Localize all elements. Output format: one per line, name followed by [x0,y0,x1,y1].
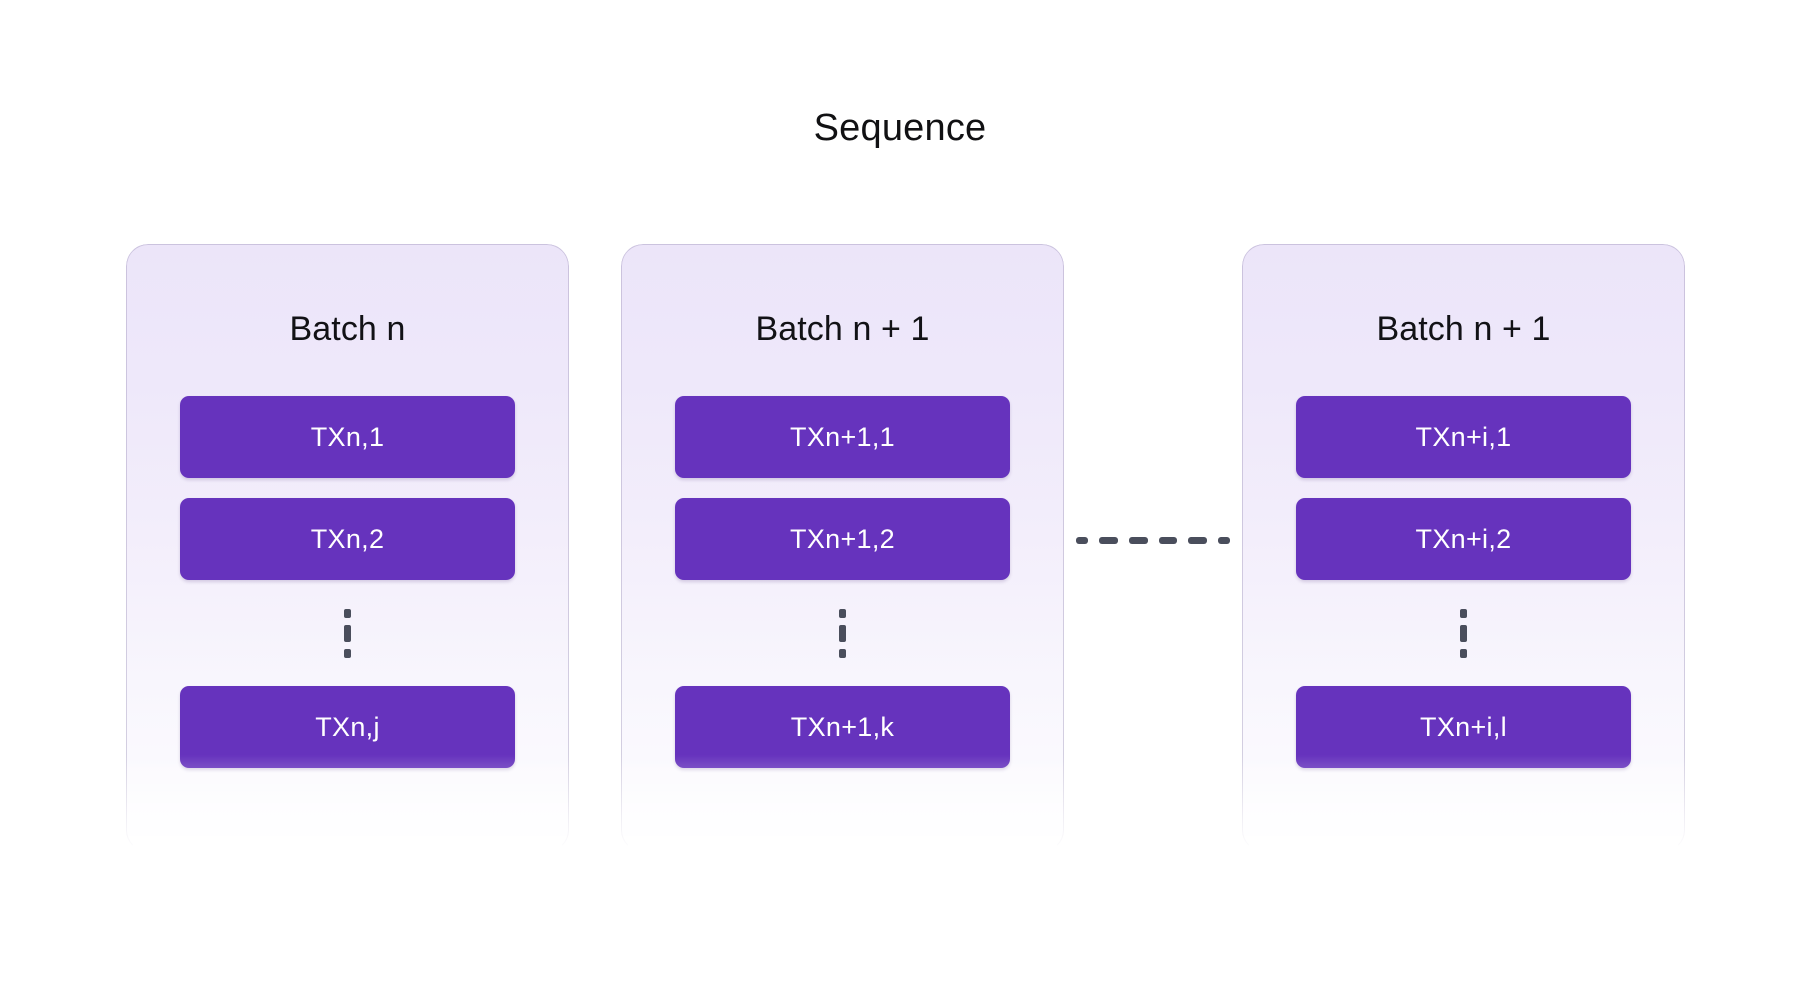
transaction-pill[interactable]: TXn+i,l [1296,686,1631,768]
batch-card-1-title: Batch n [289,310,406,348]
batch-card-3-title: Batch n + 1 [1376,310,1551,348]
transaction-pill[interactable]: TXn+1,1 [675,396,1010,478]
batch-card-2-title: Batch n + 1 [755,310,930,348]
batch-card-1-transaction-list: TXn,1 TXn,2 TXn,j [180,396,515,768]
transaction-pill[interactable]: TXn,j [180,686,515,768]
batch-card-3[interactable]: Batch n + 1 TXn+i,1 TXn+i,2 TXn+i,l [1242,244,1685,852]
transaction-pill[interactable]: TXn,1 [180,396,515,478]
batch-card-2-transaction-list: TXn+1,1 TXn+1,2 TXn+1,k [675,396,1010,768]
page-title: Sequence [813,107,987,149]
transaction-pill[interactable]: TXn+i,2 [1296,498,1631,580]
transaction-pill[interactable]: TXn+i,1 [1296,396,1631,478]
batch-card-1[interactable]: Batch n TXn,1 TXn,2 TXn,j [126,244,569,852]
vertical-ellipsis-icon [180,600,515,666]
batch-card-3-transaction-list: TXn+i,1 TXn+i,2 TXn+i,l [1296,396,1631,768]
dashed-connector-icon [1076,536,1230,544]
vertical-ellipsis-icon [675,600,1010,666]
transaction-pill[interactable]: TXn+1,k [675,686,1010,768]
vertical-ellipsis-icon [1296,600,1631,666]
transaction-pill[interactable]: TXn+1,2 [675,498,1010,580]
transaction-pill[interactable]: TXn,2 [180,498,515,580]
batch-cards-row: Batch n TXn,1 TXn,2 TXn,j Batch n + 1 TX… [126,244,1686,854]
batch-card-2[interactable]: Batch n + 1 TXn+1,1 TXn+1,2 TXn+1,k [621,244,1064,852]
